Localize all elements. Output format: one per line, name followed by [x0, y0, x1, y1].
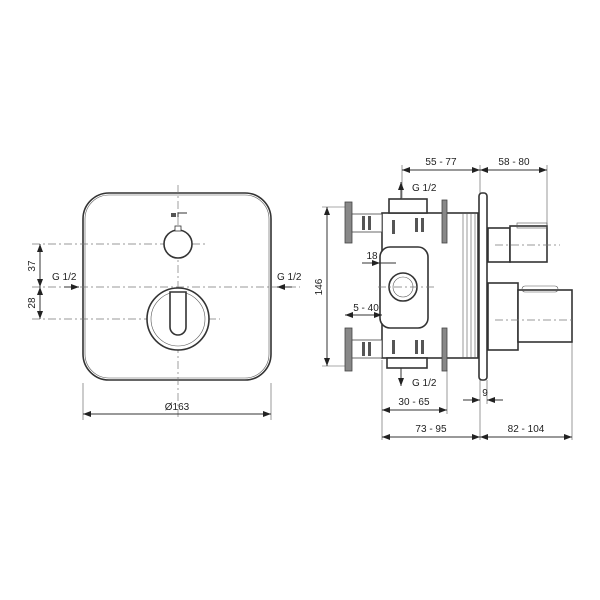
- dim-55-77: 55 - 77: [425, 157, 457, 168]
- flange: [478, 192, 488, 381]
- right-connectors: [415, 199, 448, 372]
- thermostat-handle-side: [487, 282, 575, 351]
- top-fitting: [388, 198, 428, 214]
- dim-5-40: 5 - 40: [353, 303, 379, 314]
- outlet-top-label: G 1/2: [412, 183, 437, 194]
- inlet-left-label: G 1/2: [52, 272, 77, 283]
- dim-18: 18: [366, 251, 378, 262]
- dim-width: Ø163: [165, 402, 190, 413]
- front-view: 37 28 G 1/2 G 1/2 Ø163: [27, 185, 302, 420]
- symbol-icon: [171, 213, 176, 217]
- diverter-knob: [163, 212, 193, 259]
- outlet-bottom-label: G 1/2: [412, 378, 437, 389]
- dim-82-104: 82 - 104: [508, 424, 545, 435]
- diverter-handle-side: [487, 222, 560, 263]
- dim-9: 9: [482, 388, 488, 399]
- left-connectors: [344, 201, 395, 372]
- dim-73-95: 73 - 95: [415, 424, 447, 435]
- threads: [462, 213, 476, 358]
- dim-146: 146: [314, 278, 325, 295]
- dim-28: 28: [27, 297, 38, 309]
- dim-30-65: 30 - 65: [398, 397, 430, 408]
- dim-58-80: 58 - 80: [498, 157, 530, 168]
- side-view: G 1/2 G 1/2 55 - 77 58 - 80 146 18 5 - 4…: [314, 157, 575, 440]
- lever: [169, 291, 187, 336]
- cover-plate: [82, 192, 272, 381]
- thermostat-knob: [146, 287, 210, 351]
- dim-37: 37: [27, 260, 38, 272]
- inlet-right-label: G 1/2: [277, 272, 302, 283]
